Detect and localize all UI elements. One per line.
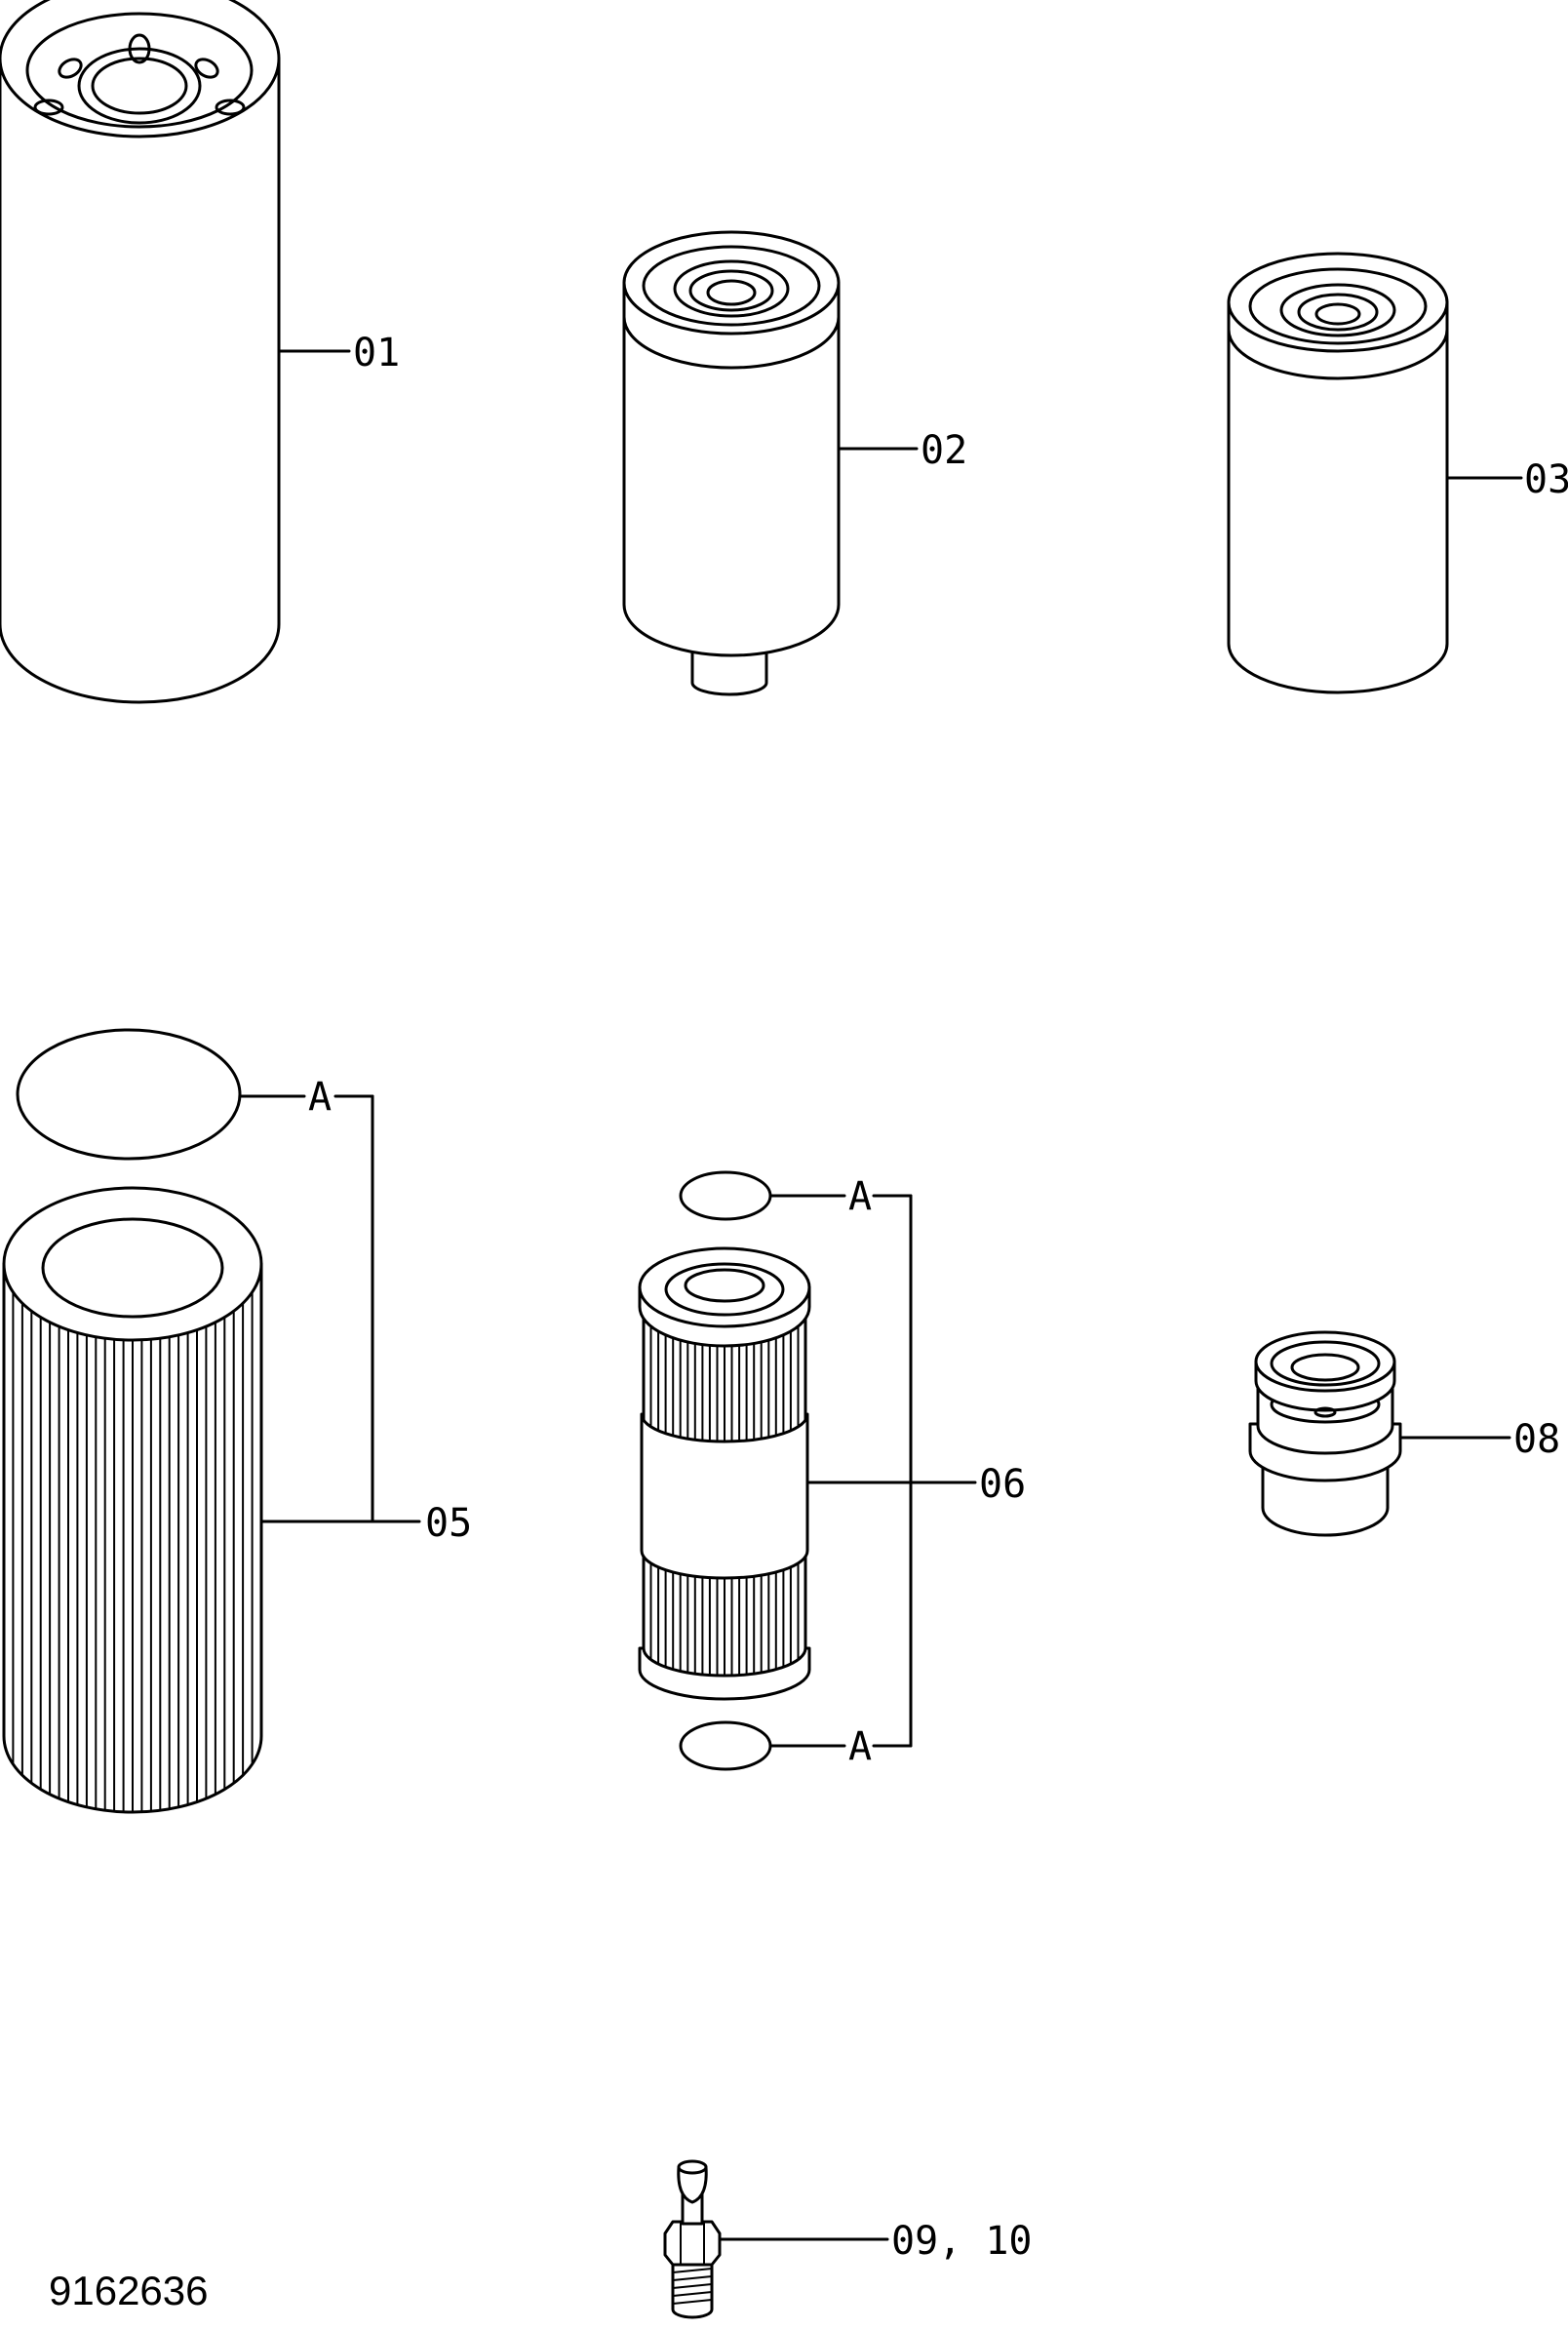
thread-line [672, 2275, 713, 2281]
seal-ring-06-top [679, 1170, 772, 1221]
cap-08 [1248, 1330, 1402, 1537]
part-label-09-10: 09, 10 [891, 2219, 1033, 2264]
seal-ref-06-bottom: A [848, 1724, 872, 1769]
element-06 [638, 1246, 811, 1701]
seal-ref-06-top: A [848, 1174, 872, 1219]
part-label-01: 01 [353, 331, 400, 375]
seal-ring-06-bottom [679, 1720, 772, 1771]
thread-line [672, 2291, 713, 2297]
seal-ref-05: A [308, 1075, 332, 1120]
part-label-06: 06 [979, 1462, 1026, 1507]
filter-02 [622, 230, 841, 696]
thread-line [672, 2268, 713, 2273]
thread-line [672, 2283, 713, 2289]
drawing-number: 9162636 [49, 2268, 209, 2313]
part-label-05: 05 [425, 1501, 472, 1546]
grease-nipple-09-10 [663, 2159, 722, 2319]
filter-03 [1227, 252, 1449, 694]
part-label-02: 02 [921, 428, 967, 473]
part-label-08: 08 [1513, 1417, 1560, 1462]
filter-01 [0, 0, 281, 704]
seal-ring-05 [16, 1028, 242, 1161]
thread-line [672, 2299, 713, 2305]
element-05 [2, 1186, 263, 1814]
part-label-03: 03 [1524, 457, 1568, 502]
